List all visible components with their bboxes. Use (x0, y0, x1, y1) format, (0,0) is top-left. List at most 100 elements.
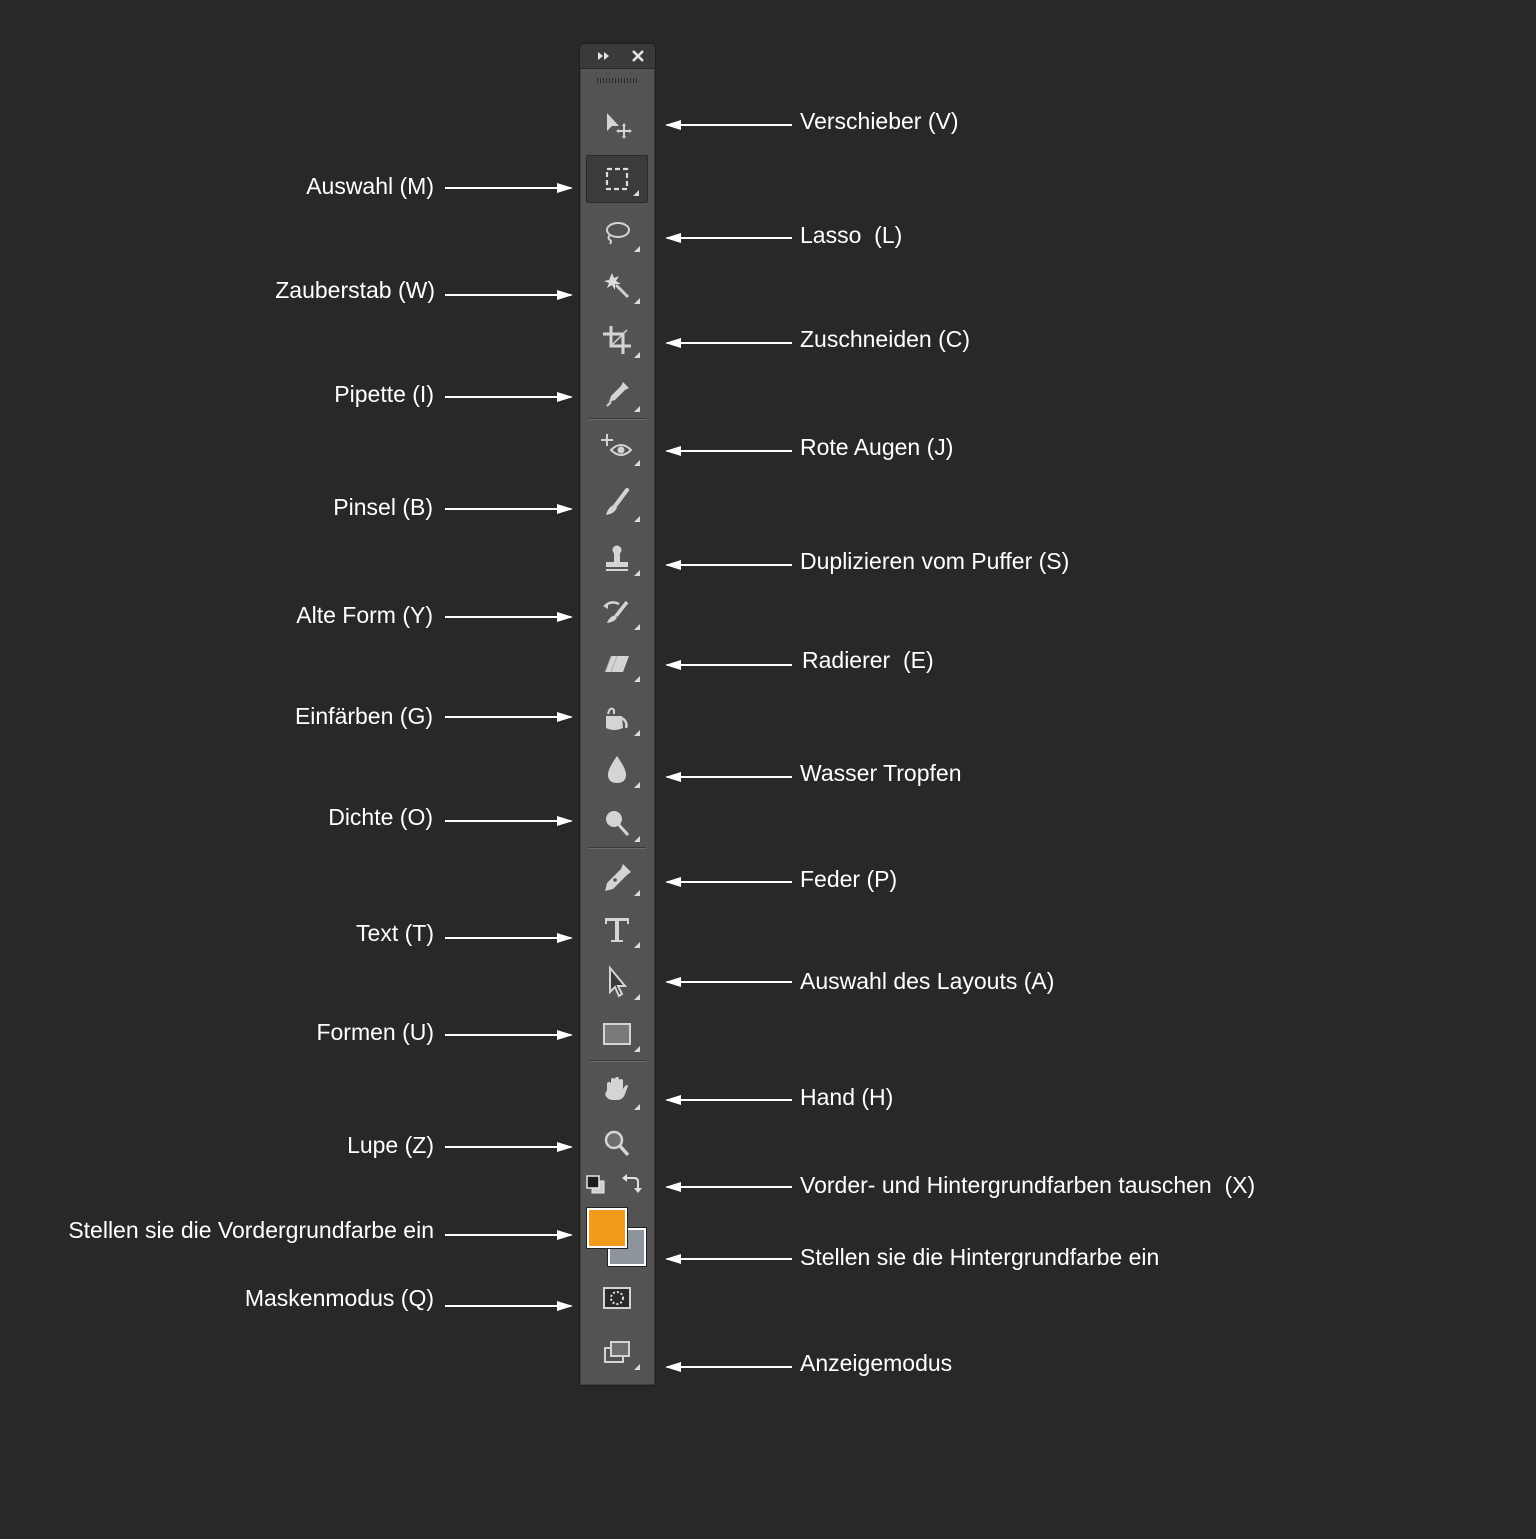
label-paint-bucket: Einfärben (G) (294, 703, 433, 729)
tool-screen-mode[interactable] (586, 1328, 648, 1376)
flyout-indicator-icon (634, 994, 640, 1000)
label-move: Verschieber (V) (800, 108, 959, 134)
arrow-right-icon (445, 290, 573, 300)
arrow-left-icon (665, 1362, 792, 1372)
label-brush: Pinsel (B) (333, 494, 433, 520)
tool-dodge[interactable] (586, 800, 648, 848)
tools-panel (580, 44, 655, 1385)
tool-hand[interactable] (586, 1068, 648, 1116)
label-background-color: Stellen sie die Hintergrundfarbe ein (800, 1244, 1160, 1270)
separator (588, 1060, 646, 1062)
tool-pen[interactable] (586, 854, 648, 902)
label-marquee: Auswahl (M) (306, 173, 434, 199)
tool-eyedropper[interactable] (586, 370, 648, 418)
type-icon (605, 918, 629, 942)
tool-paint-bucket[interactable] (586, 694, 648, 742)
flyout-indicator-icon (634, 836, 640, 842)
foreground-color-swatch[interactable] (587, 1208, 627, 1248)
tool-shape[interactable] (586, 1010, 648, 1058)
arrow-left-icon (665, 772, 792, 782)
label-path-selection: Auswahl des Layouts (A) (800, 968, 1055, 994)
arrow-right-icon (445, 183, 573, 193)
tool-zoom[interactable] (586, 1120, 648, 1168)
flyout-indicator-icon (634, 1104, 640, 1110)
stamp-icon (606, 545, 628, 571)
tool-path-selection[interactable] (586, 958, 648, 1006)
panel-grip[interactable] (597, 78, 637, 83)
separator (588, 418, 646, 420)
pen-icon (605, 864, 631, 891)
arrow-left-icon (665, 233, 792, 243)
default-colors-icon (586, 1175, 605, 1194)
arrow-left-icon (665, 1254, 792, 1264)
close-panel-button[interactable] (628, 46, 648, 66)
tool-brush[interactable] (586, 480, 648, 528)
history-brush-icon (603, 600, 629, 623)
tool-move[interactable] (586, 101, 648, 149)
tool-magic-wand[interactable] (586, 262, 648, 310)
tool-red-eye[interactable] (586, 424, 648, 472)
arrow-right-icon (445, 1230, 573, 1240)
label-eraser: Radierer (E) (802, 647, 934, 673)
label-history-brush: Alte Form (Y) (296, 602, 433, 628)
eraser-icon (604, 655, 629, 673)
hand-icon (605, 1077, 628, 1100)
label-pen: Feder (P) (800, 866, 898, 892)
label-eyedropper: Pipette (I) (334, 381, 434, 407)
arrow-left-icon (665, 877, 792, 887)
default-colors-button[interactable] (585, 1174, 607, 1201)
collapse-panel-button[interactable] (594, 46, 614, 66)
tool-crop[interactable] (586, 316, 648, 364)
tool-blur[interactable] (586, 746, 648, 794)
arrow-right-icon (445, 612, 573, 622)
flyout-indicator-icon (634, 676, 640, 682)
arrow-left-icon (665, 338, 792, 348)
flyout-indicator-icon (634, 890, 640, 896)
panel-header[interactable] (580, 44, 655, 69)
crop-icon (603, 326, 631, 354)
tool-clone-stamp[interactable] (586, 534, 648, 582)
swap-colors-button[interactable] (620, 1172, 644, 1201)
tool-lasso[interactable] (586, 210, 648, 258)
arrow-right-icon (445, 1030, 573, 1040)
arrow-left-icon (665, 1182, 792, 1192)
brush-icon (606, 488, 629, 515)
flyout-indicator-icon (634, 942, 640, 948)
dodge-icon (606, 811, 630, 837)
red-eye-icon (601, 434, 633, 456)
flyout-indicator-icon (634, 246, 640, 252)
flyout-indicator-icon (634, 406, 640, 412)
quick-mask-icon (603, 1287, 631, 1309)
label-type: Text (T) (356, 920, 434, 946)
label-screen-mode: Anzeigemodus (800, 1350, 953, 1376)
arrow-left-icon (665, 977, 792, 987)
label-swap-colors: Vorder- und Hintergrundfarben tauschen (… (800, 1172, 1256, 1198)
arrow-left-icon (665, 446, 792, 456)
arrow-right-icon (445, 504, 573, 514)
arrow-right-icon (445, 392, 573, 402)
tool-history-brush[interactable] (586, 588, 648, 636)
tool-quick-mask[interactable] (586, 1274, 648, 1322)
label-clone-stamp: Duplizieren vom Puffer (S) (800, 548, 1070, 574)
tool-rectangular-marquee[interactable] (586, 155, 648, 203)
arrow-left-icon (665, 660, 792, 670)
arrow-right-icon (445, 1142, 573, 1152)
lasso-icon (606, 222, 630, 245)
label-zoom: Lupe (Z) (347, 1132, 434, 1158)
eyedropper-icon (606, 382, 629, 407)
label-lasso: Lasso (L) (800, 222, 903, 248)
arrow-right-icon (445, 712, 573, 722)
label-hand: Hand (H) (800, 1084, 894, 1110)
close-icon (632, 50, 644, 62)
move-icon (607, 113, 632, 139)
flyout-indicator-icon (634, 298, 640, 304)
paint-bucket-icon (606, 707, 628, 730)
arrow-left-icon (665, 120, 792, 130)
flyout-indicator-icon (634, 730, 640, 736)
tool-eraser[interactable] (586, 640, 648, 688)
arrow-right-icon (445, 816, 573, 826)
double-chevron-right-icon (598, 52, 609, 60)
tool-type[interactable] (586, 906, 648, 954)
rectangle-shape-icon (603, 1023, 631, 1045)
label-blur: Wasser Tropfen (800, 760, 962, 786)
